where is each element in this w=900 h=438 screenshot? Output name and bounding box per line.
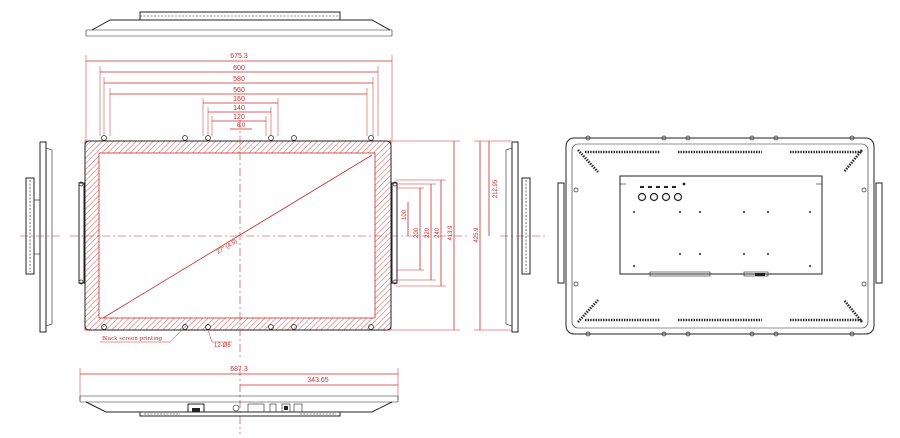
front-view: 27" (4:9) [70, 53, 470, 360]
dim-6: 6.0 [237, 123, 246, 129]
dim-600: 600 [233, 65, 245, 72]
dim-580: 580 [233, 76, 245, 83]
hole-note: 12-Ø6 [214, 343, 231, 349]
dim-width-overall: 675.3 [230, 53, 248, 60]
dim-220: 220 [425, 227, 431, 238]
dim-120: 120 [233, 114, 245, 121]
right-side-view: 212.95 425.9 [474, 140, 548, 333]
dim-200: 200 [414, 227, 420, 238]
left-side-view [20, 141, 62, 333]
dim-240: 240 [435, 227, 441, 238]
black-screen-printing-note: Black screen printing [102, 336, 163, 342]
dim-140: 140 [233, 105, 245, 112]
dim-687: 687.3 [230, 366, 248, 373]
dim-413: 413.9 [448, 225, 454, 241]
dim-343: 343.65 [307, 377, 329, 384]
dim-100: 100 [402, 209, 408, 220]
dim-425: 425.9 [474, 227, 480, 243]
dim-160: 160 [233, 96, 245, 103]
dim-560: 560 [233, 87, 245, 94]
bottom-view: 687.3 343.65 [79, 366, 399, 434]
top-view [85, 11, 393, 37]
rear-view [557, 135, 883, 337]
dim-212: 212.95 [493, 179, 499, 198]
